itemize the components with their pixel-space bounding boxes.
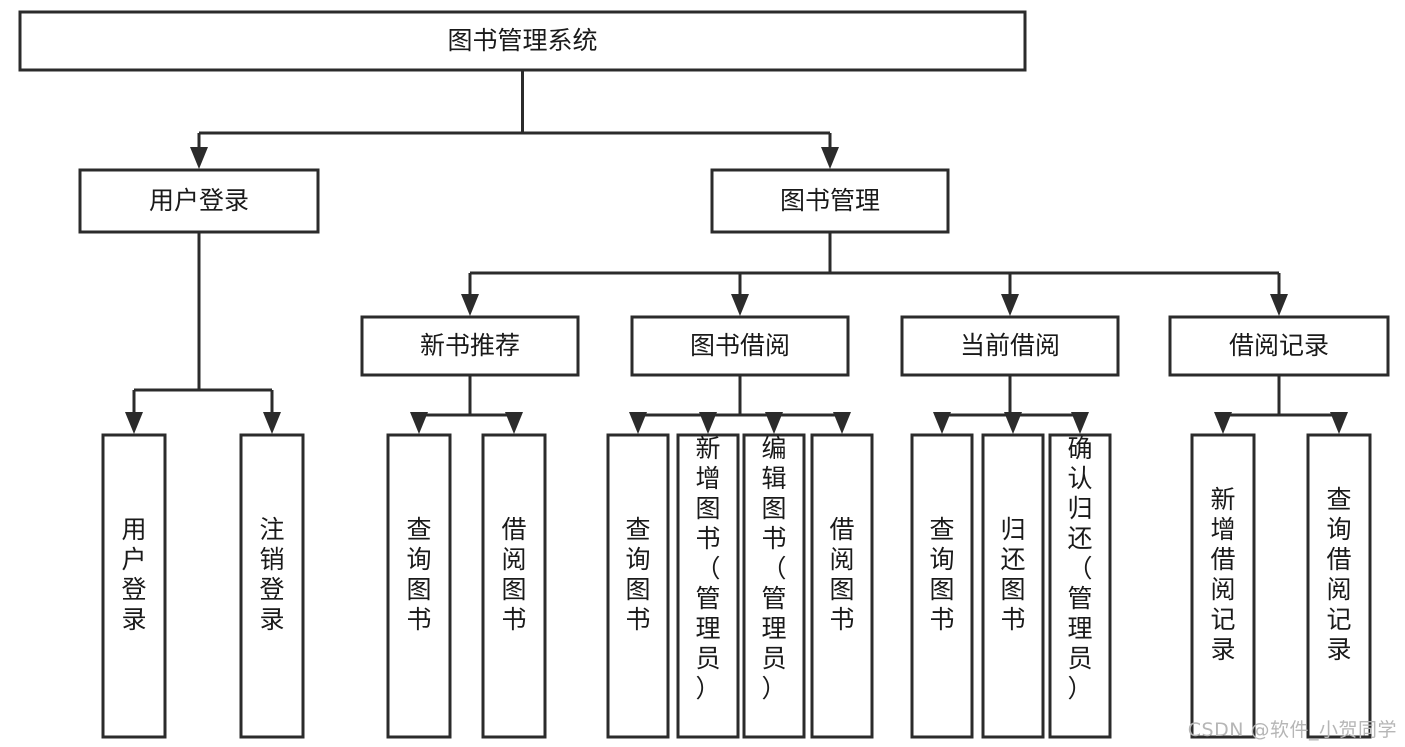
node-user-login[interactable]: 用户登录	[78, 168, 320, 234]
node-box-book-manage[interactable]	[710, 168, 950, 234]
arrow-head-icon	[933, 412, 951, 434]
node-label-leaf-query-record: 查询借阅记录	[1326, 485, 1351, 664]
node-leaf-borrow-book-1[interactable]: 借阅图书	[481, 433, 547, 739]
node-box-leaf-borrow-book-1[interactable]	[481, 433, 547, 739]
connector-layer	[125, 70, 1348, 434]
node-box-leaf-borrow-book-2[interactable]	[810, 433, 874, 739]
node-label-leaf-add-book: 新增图书（管理员）	[695, 434, 720, 703]
node-label-leaf-user-login: 用户登录	[121, 515, 146, 634]
arrow-head-icon	[1004, 412, 1022, 434]
node-leaf-borrow-book-2[interactable]: 借阅图书	[810, 433, 874, 739]
node-box-leaf-query-book-2[interactable]	[606, 433, 670, 739]
node-layer: 图书管理系统用户登录图书管理新书推荐图书借阅当前借阅借阅记录用户登录注销登录查询…	[18, 10, 1390, 739]
node-book-manage[interactable]: 图书管理	[710, 168, 950, 234]
node-leaf-query-record[interactable]: 查询借阅记录	[1306, 433, 1372, 739]
arrow-head-icon	[461, 294, 479, 316]
node-label-current-borrow: 当前借阅	[960, 331, 1060, 360]
arrow-head-icon	[190, 147, 208, 169]
arrow-head-icon	[1270, 294, 1288, 316]
node-label-leaf-return-book: 归还图书	[1000, 515, 1025, 634]
node-box-book-borrow[interactable]	[630, 315, 850, 377]
node-label-root: 图书管理系统	[447, 26, 597, 55]
arrow-head-icon	[821, 147, 839, 169]
arrow-head-icon	[731, 294, 749, 316]
node-box-new-book-rec[interactable]	[360, 315, 580, 377]
node-current-borrow[interactable]: 当前借阅	[900, 315, 1120, 377]
node-box-leaf-edit-book[interactable]	[742, 433, 806, 739]
node-leaf-user-logout[interactable]: 注销登录	[239, 433, 305, 739]
node-leaf-add-book[interactable]: 新增图书（管理员）	[676, 433, 740, 739]
node-leaf-query-book-3[interactable]: 查询图书	[910, 433, 974, 739]
node-leaf-return-book[interactable]: 归还图书	[981, 433, 1045, 739]
node-label-leaf-edit-book: 编辑图书（管理员）	[761, 434, 786, 703]
node-box-leaf-return-book[interactable]	[981, 433, 1045, 739]
node-label-leaf-query-book-2: 查询图书	[625, 515, 650, 634]
node-label-leaf-query-book-1: 查询图书	[406, 515, 431, 634]
node-new-book-rec[interactable]: 新书推荐	[360, 315, 580, 377]
node-label-new-book-rec: 新书推荐	[420, 331, 520, 360]
arrow-head-icon	[505, 412, 523, 434]
node-label-leaf-borrow-book-1: 借阅图书	[501, 515, 526, 634]
node-box-root[interactable]	[18, 10, 1027, 72]
node-label-book-borrow: 图书借阅	[690, 331, 790, 360]
arrow-head-icon	[125, 412, 143, 434]
arrow-head-icon	[1214, 412, 1232, 434]
arrow-head-icon	[765, 412, 783, 434]
node-leaf-query-book-2[interactable]: 查询图书	[606, 433, 670, 739]
watermark-label: CSDN @软件_小贺同学	[1187, 719, 1397, 741]
arrow-head-icon	[410, 412, 428, 434]
node-leaf-add-record[interactable]: 新增借阅记录	[1190, 433, 1256, 739]
arrow-head-icon	[1330, 412, 1348, 434]
node-box-user-login[interactable]	[78, 168, 320, 234]
node-box-leaf-add-record[interactable]	[1190, 433, 1256, 739]
node-box-leaf-query-book-3[interactable]	[910, 433, 974, 739]
node-box-leaf-add-book[interactable]	[676, 433, 740, 739]
arrow-head-icon	[833, 412, 851, 434]
node-label-borrow-record: 借阅记录	[1229, 331, 1329, 360]
node-box-leaf-user-login[interactable]	[101, 433, 167, 739]
node-root[interactable]: 图书管理系统	[18, 10, 1027, 72]
arrow-head-icon	[263, 412, 281, 434]
node-leaf-confirm-return[interactable]: 确认归还（管理员）	[1048, 433, 1112, 739]
arrow-head-icon	[629, 412, 647, 434]
node-box-leaf-query-book-1[interactable]	[386, 433, 452, 739]
node-label-leaf-query-book-3: 查询图书	[929, 515, 954, 634]
node-box-leaf-query-record[interactable]	[1306, 433, 1372, 739]
node-box-leaf-user-logout[interactable]	[239, 433, 305, 739]
node-label-leaf-add-record: 新增借阅记录	[1210, 485, 1235, 664]
node-borrow-record[interactable]: 借阅记录	[1168, 315, 1390, 377]
arrow-head-icon	[1071, 412, 1089, 434]
arrow-head-icon	[1001, 294, 1019, 316]
node-label-leaf-confirm-return: 确认归还（管理员）	[1067, 434, 1092, 703]
node-leaf-edit-book[interactable]: 编辑图书（管理员）	[742, 433, 806, 739]
node-book-borrow[interactable]: 图书借阅	[630, 315, 850, 377]
node-box-leaf-confirm-return[interactable]	[1048, 433, 1112, 739]
node-label-leaf-user-logout: 注销登录	[259, 515, 284, 634]
node-leaf-user-login[interactable]: 用户登录	[101, 433, 167, 739]
node-label-user-login: 用户登录	[149, 186, 249, 215]
node-label-book-manage: 图书管理	[780, 186, 880, 215]
node-leaf-query-book-1[interactable]: 查询图书	[386, 433, 452, 739]
node-box-borrow-record[interactable]	[1168, 315, 1390, 377]
node-label-leaf-borrow-book-2: 借阅图书	[829, 515, 854, 634]
node-box-current-borrow[interactable]	[900, 315, 1120, 377]
arrow-head-icon	[699, 412, 717, 434]
